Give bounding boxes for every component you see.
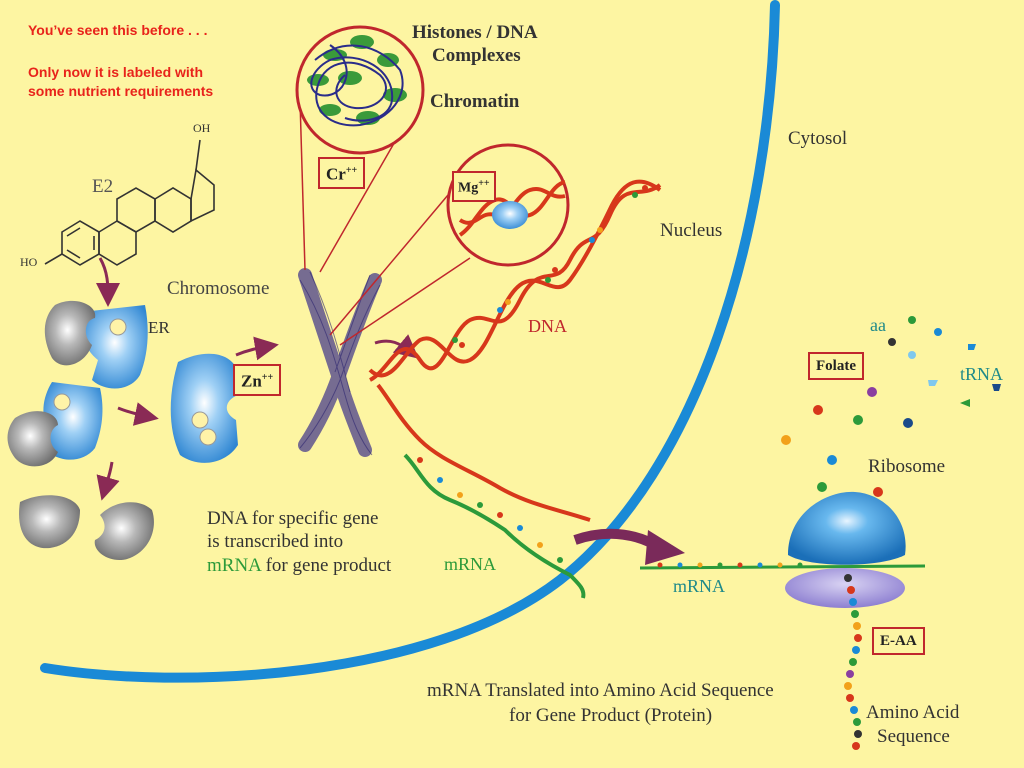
amino-acid-chain bbox=[844, 574, 862, 750]
caption-translation-line2: for Gene Product (Protein) bbox=[509, 705, 713, 726]
nutrient-box-folate: Folate bbox=[808, 352, 864, 380]
caption-transcription-line2: is transcribed into bbox=[207, 531, 344, 552]
note-labeled-line2: some nutrient requirements bbox=[28, 83, 214, 99]
trna-molecules bbox=[928, 344, 1001, 407]
label-dna: DNA bbox=[528, 316, 567, 336]
label-er: ER bbox=[148, 318, 170, 337]
nutrient-box-mg: Mg++ bbox=[452, 171, 496, 202]
note-seen-before: You’ve seen this before . . . bbox=[28, 22, 208, 38]
label-mrna-nucleus: mRNA bbox=[444, 554, 497, 574]
label-e2: E2 bbox=[92, 176, 114, 197]
estrogen-receptor-2 bbox=[43, 382, 103, 460]
caption-gene-product: for gene product bbox=[260, 555, 392, 576]
export-arrow-head bbox=[645, 530, 685, 565]
label-mrna-cytosol: mRNA bbox=[673, 576, 726, 596]
dna-template-strand bbox=[376, 383, 591, 522]
caption-mrna-word: mRNA bbox=[207, 555, 261, 576]
label-histones-line2: Complexes bbox=[432, 45, 521, 66]
label-cytosol: Cytosol bbox=[788, 128, 848, 149]
gray-receptor-shapes bbox=[7, 300, 154, 560]
mrna-strand-nucleus bbox=[403, 453, 586, 599]
nutrient-box-eaa: E-AA bbox=[872, 627, 925, 655]
dna-helix-zoom bbox=[458, 180, 566, 237]
chromatin-histones bbox=[307, 35, 407, 127]
label-chromosome: Chromosome bbox=[167, 278, 270, 299]
mrna-bases-nucleus bbox=[417, 457, 563, 563]
label-aa: aa bbox=[870, 315, 886, 335]
free-amino-acids bbox=[781, 316, 942, 497]
caption-transcription-line1: DNA for specific gene bbox=[207, 508, 379, 529]
label-ho: HO bbox=[20, 255, 38, 269]
nutrient-box-cr: Cr++ bbox=[318, 157, 366, 189]
dna-base-pairs bbox=[452, 185, 648, 348]
estrogen-receptor-1 bbox=[81, 305, 148, 389]
mrna-bases-cytosol bbox=[657, 562, 803, 568]
label-oh: OH bbox=[193, 121, 211, 135]
label-amino-acid-line1: Amino Acid bbox=[866, 702, 960, 723]
label-nucleus: Nucleus bbox=[660, 220, 723, 241]
estradiol-structure bbox=[44, 139, 215, 266]
label-amino-acid-line2: Sequence bbox=[877, 726, 950, 747]
label-chromatin: Chromatin bbox=[430, 91, 520, 112]
mrna-strand-cytosol bbox=[639, 564, 926, 570]
chromosome-texture bbox=[299, 271, 381, 456]
note-labeled-line1: Only now it is labeled with bbox=[28, 64, 204, 80]
dna-double-helix bbox=[368, 179, 662, 382]
estrogen-receptor-dimer bbox=[170, 353, 238, 463]
label-ribosome: Ribosome bbox=[868, 456, 946, 477]
caption-translation-line1: mRNA Translated into Amino Acid Sequence bbox=[427, 680, 774, 701]
caption-transcription-line3: mRNA for gene product bbox=[207, 555, 391, 577]
label-trna: tRNA bbox=[960, 364, 1004, 384]
nutrient-box-zn: Zn++ bbox=[233, 364, 282, 396]
ribosome-large-subunit bbox=[788, 491, 906, 565]
chromosome bbox=[298, 268, 382, 457]
ribosome-small-subunit bbox=[785, 568, 905, 608]
label-histones-line1: Histones / DNA bbox=[412, 22, 538, 43]
nuclear-membrane bbox=[40, 0, 780, 683]
